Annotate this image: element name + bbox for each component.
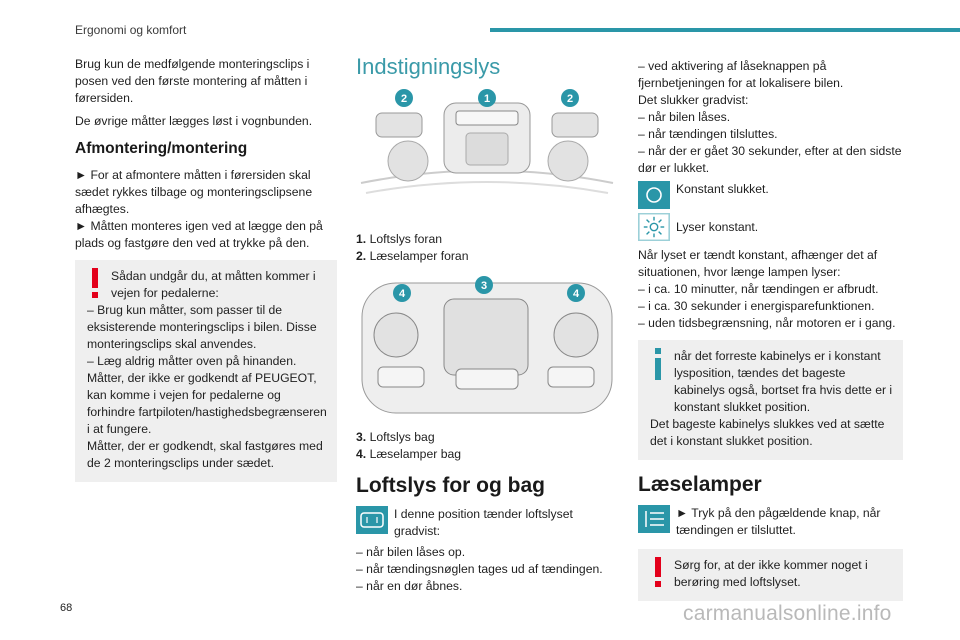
- reading-lamp-text: ► Tryk på den pågældende knap, når tændi…: [676, 506, 881, 537]
- warning-icon: [92, 268, 98, 298]
- text-line-4: – når tændingen tilsluttes.: [638, 127, 778, 141]
- off-label: Konstant slukket.: [676, 182, 769, 196]
- section-title: Ergonomi og komfort: [75, 23, 187, 37]
- front-lights-illustration: 2 1 2: [360, 89, 614, 194]
- heading-remove-mount: Afmontering/montering: [75, 140, 248, 157]
- warning-line-1: Sådan undgår du, at måtten kommer i veje…: [111, 269, 316, 300]
- text-line-3: – når bilen låses.: [638, 110, 731, 124]
- rear-lights-illustration: 4 3 4: [361, 276, 613, 414]
- callout-rear-left: 4: [393, 284, 411, 302]
- callout-4-right: 4: [573, 288, 580, 300]
- intro-text-2: De øvrige måtter lægges løst i vognbunde…: [75, 114, 313, 128]
- callout-3: 3: [481, 280, 487, 292]
- warning-icon: [655, 557, 661, 587]
- text-line-1: – ved aktivering af låseknappen på fjern…: [638, 59, 844, 90]
- warning-line-3: – Læg aldrig måtter oven på hinanden.: [87, 354, 297, 368]
- door-item-3: – når en dør åbnes.: [356, 579, 463, 593]
- circle-off-icon: [638, 181, 670, 209]
- figure-front-lights: 2 1 2: [356, 83, 618, 223]
- page-number: 68: [60, 602, 73, 614]
- door-position-text: I denne position tænder loftslyset gradv…: [394, 507, 573, 538]
- legend-item-2: 2. Læselamper foran: [356, 249, 469, 263]
- legend-item-3: 3. Loftslys bag: [356, 430, 435, 444]
- sun-on-icon: [638, 213, 670, 241]
- door-item-1: – når bilen låses op.: [356, 545, 466, 559]
- warning-line-4: Måtter, der ikke er godkendt af PEUGEOT,…: [87, 371, 327, 436]
- legend-item-1: 1. Loftslys foran: [356, 232, 443, 246]
- door-position-box: I denne position tænder loftslyset gradv…: [356, 506, 618, 540]
- warning-line-2: – Brug kun måtter, som passer til de eks…: [87, 303, 317, 351]
- callout-2-right: 2: [567, 93, 573, 105]
- callout-rear-center: 3: [475, 276, 493, 294]
- text-line-2: Det slukker gradvist:: [638, 93, 749, 107]
- off-position-box: Konstant slukket.: [638, 181, 903, 209]
- page-header: Ergonomi og komfort: [0, 0, 960, 38]
- column-left: Brug kun de medfølgende monteringsclips …: [75, 56, 337, 488]
- text-line-8: – i ca. 30 sekunder i energisparefunktio…: [638, 299, 875, 313]
- callout-2-left: 2: [401, 93, 407, 105]
- warning-note: Sådan undgår du, at måtten kommer i veje…: [75, 260, 337, 482]
- info-note: når det forreste kabinelys er i konstant…: [638, 340, 903, 460]
- reading-lamp-icon: [638, 505, 670, 533]
- step-1: ► For at afmontere måtten i førersiden s…: [75, 168, 313, 216]
- info-line-2: Det bageste kabinelys slukkes ved at sæt…: [650, 417, 885, 448]
- on-label: Lyser konstant.: [676, 220, 759, 234]
- on-position-box: Lyser konstant.: [638, 213, 903, 241]
- callout-front-left: 2: [395, 89, 413, 107]
- column-middle: Indstigningslys 2 1 2 1.: [356, 56, 618, 595]
- warning-line-5: Måtter, der er godkendt, skal fastgøres …: [87, 439, 323, 470]
- reading-warning-text: Sørg for, at der ikke kommer noget i ber…: [674, 558, 868, 589]
- intro-text-1: Brug kun de medfølgende monteringsclips …: [75, 57, 310, 105]
- header-accent-line: [490, 28, 960, 32]
- info-line-1: når det forreste kabinelys er i konstant…: [674, 349, 893, 414]
- heading-front-rear-lights: Loftslys for og bag: [356, 474, 545, 497]
- legend-item-4: 4. Læselamper bag: [356, 447, 462, 461]
- callout-rear-right: 4: [567, 284, 585, 302]
- title-courtesy-lights: Indstigningslys: [356, 54, 501, 79]
- reading-lamp-box: ► Tryk på den pågældende knap, når tændi…: [638, 505, 903, 539]
- door-light-icon: [356, 506, 388, 534]
- text-line-5: – når der er gået 30 sekunder, efter at …: [638, 144, 902, 175]
- door-item-2: – når tændingsnøglen tages ud af tænding…: [356, 562, 603, 576]
- callout-4-left: 4: [399, 288, 406, 300]
- callout-front-center: 1: [478, 89, 496, 107]
- reading-warning-note: Sørg for, at der ikke kommer noget i ber…: [638, 549, 903, 601]
- callout-front-right: 2: [561, 89, 579, 107]
- text-line-6: Når lyset er tændt konstant, afhænger de…: [638, 248, 878, 279]
- watermark: carmanualsonline.info: [683, 602, 892, 625]
- heading-reading-lamps: Læselamper: [638, 473, 762, 496]
- figure-rear-lights: 4 3 4: [356, 271, 618, 421]
- column-right: – ved aktivering af låseknappen på fjern…: [638, 58, 903, 607]
- text-line-9: – uden tidsbegrænsning, når motoren er i…: [638, 316, 896, 330]
- step-2: ► Måtten monteres igen ved at lægge den …: [75, 219, 323, 250]
- text-line-7: – i ca. 10 minutter, når tændingen er af…: [638, 282, 879, 296]
- info-icon: [655, 348, 661, 380]
- callout-1: 1: [484, 93, 490, 105]
